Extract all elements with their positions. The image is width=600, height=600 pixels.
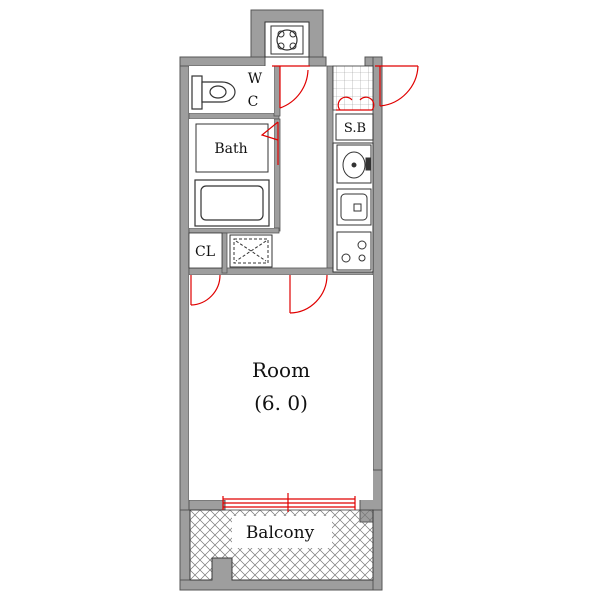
- shoe-box: S.B: [335, 113, 374, 141]
- washbasin-icon: [336, 144, 372, 184]
- washer-space: [229, 234, 273, 268]
- doors: [190, 65, 419, 512]
- balcony-window: [222, 493, 356, 512]
- bath-door: [260, 121, 279, 165]
- entrance-door: [375, 65, 419, 107]
- wc-label-c: C: [248, 94, 259, 110]
- balcony-label: Balcony: [246, 523, 315, 543]
- balcony: Balcony: [189, 509, 374, 581]
- entrance-step: [336, 96, 375, 111]
- room-size-label: (6. 0): [254, 391, 308, 415]
- wc-label-w: W: [248, 71, 263, 87]
- sink-icon: [336, 188, 372, 226]
- closet: CL: [188, 232, 223, 269]
- cl-label: CL: [195, 244, 215, 260]
- bath-label: Bath: [214, 141, 247, 157]
- kitchen-counter: [332, 142, 374, 273]
- sb-label: S.B: [344, 121, 366, 136]
- main-room: Room (6. 0): [189, 275, 373, 500]
- bathtub-icon: [194, 179, 270, 227]
- stove-icon: [336, 231, 372, 271]
- wc-door: [272, 65, 310, 109]
- entrance: [332, 65, 374, 111]
- closet-door: [190, 274, 221, 306]
- toilet-icon: [191, 75, 236, 110]
- room-door: [289, 274, 328, 314]
- bath-room: Bath: [189, 119, 274, 228]
- wc-room: W C: [189, 66, 274, 113]
- room-label: Room: [252, 358, 310, 382]
- meter-box: [264, 21, 310, 58]
